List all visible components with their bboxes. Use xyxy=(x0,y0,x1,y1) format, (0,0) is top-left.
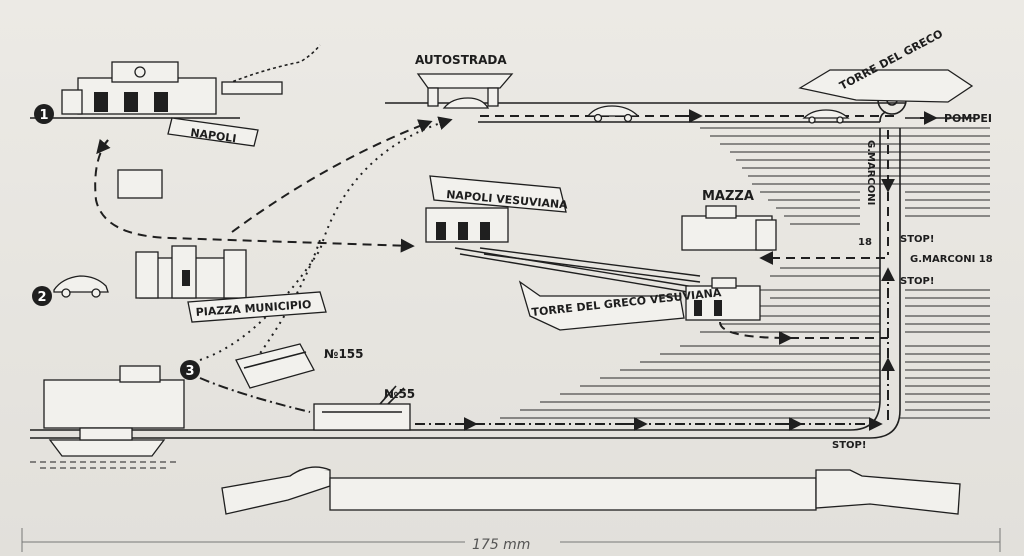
blank-box xyxy=(117,169,163,199)
arrows-autostrada xyxy=(455,109,938,431)
svg-text:NAPOLI: NAPOLI xyxy=(190,126,238,145)
empty-ribbon xyxy=(221,466,961,515)
stop-label-1: STOP! xyxy=(900,234,934,245)
pompei-label: POMPEI xyxy=(944,112,992,125)
bus-number: №155 xyxy=(324,347,364,361)
trolleybus-number: №55 xyxy=(384,387,415,401)
bus-route-155 xyxy=(199,116,453,371)
torre-del-greco-banner: TORRE DEL GRECO xyxy=(798,27,974,103)
castle-icon xyxy=(135,245,247,299)
railway xyxy=(454,247,701,295)
car-icon-autostrada-1 xyxy=(586,105,640,123)
mazza-label: MAZZA xyxy=(702,189,754,204)
marker-3: 3 xyxy=(180,360,200,380)
stop-label-3: STOP! xyxy=(832,440,866,451)
car-icon-2 xyxy=(53,275,109,298)
svg-text:2: 2 xyxy=(37,290,46,305)
marker-1: 1 xyxy=(34,104,54,124)
svg-text:3: 3 xyxy=(185,364,194,379)
street-name: G.MARCONI xyxy=(865,140,876,205)
napoli-vesuviana-banner: NAPOLI VESUVIANA xyxy=(429,175,569,213)
svg-text:1: 1 xyxy=(39,108,48,123)
marker-2: 2 xyxy=(32,286,52,306)
stop-label-2: STOP! xyxy=(900,276,934,287)
tdg-vesuviana-station-icon xyxy=(685,277,761,321)
sea-hatching xyxy=(500,127,990,419)
car-icon-autostrada-2 xyxy=(802,109,850,124)
mazza-building-icon xyxy=(681,205,777,251)
autostrada-label: AUTOSTRADA xyxy=(415,53,507,67)
napoli-vesuviana-station-icon xyxy=(425,207,509,243)
dimension-label: 175 mm xyxy=(472,537,530,553)
autostrada-toll-icon xyxy=(416,73,514,109)
trolleybus-55-icon xyxy=(313,385,411,431)
port-icon xyxy=(30,365,185,469)
bus-155-icon xyxy=(235,343,315,389)
address-label: G.MARCONI 18 xyxy=(910,254,993,265)
dimension-line xyxy=(21,528,1001,552)
napoli-banner: NAPOLI xyxy=(167,117,259,147)
house-number: 18 xyxy=(858,237,872,248)
napoli-station-icon xyxy=(30,44,321,119)
piazza-municipio-banner: PIAZZA MUNICIPIO xyxy=(187,291,327,323)
